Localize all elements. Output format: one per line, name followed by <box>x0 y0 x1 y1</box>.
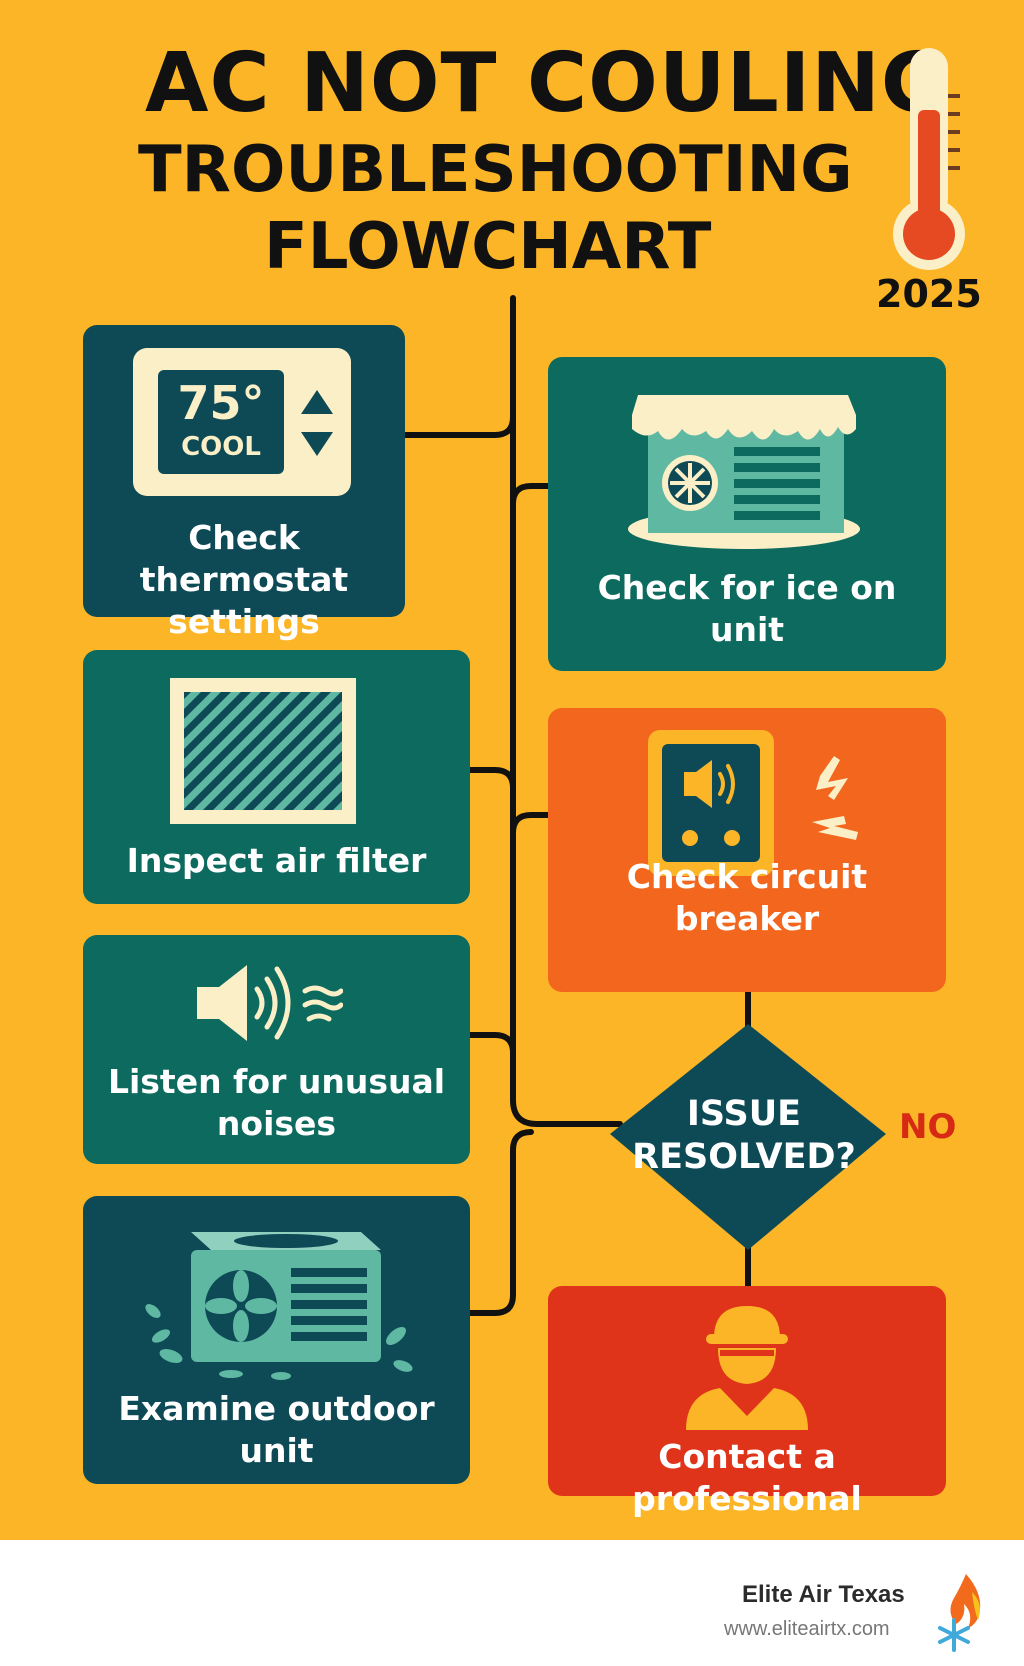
step-label: Contact a professional <box>632 1437 862 1518</box>
main-trunk-line <box>510 295 623 1127</box>
step-contact-professional: Contact a professional <box>548 1286 946 1518</box>
title-line-3: FLOWCHART <box>264 210 712 284</box>
thermostat-mode: COOL <box>181 432 261 462</box>
frozen-unit-icon <box>628 395 860 549</box>
brand-url[interactable]: www.eliteairtx.com <box>724 1618 890 1640</box>
connector-filter <box>467 767 516 791</box>
step-check-breaker: Check circuit breaker <box>548 708 946 992</box>
flowchart-connectors <box>402 295 886 1316</box>
air-filter-icon <box>170 678 356 824</box>
thermometer-icon <box>893 48 965 270</box>
connector-outdoor <box>467 1129 534 1316</box>
flame-snowflake-logo-icon <box>938 1574 981 1652</box>
title-line-2: TROUBLESHOOTING <box>138 133 853 207</box>
step-listen-noises: Listen for unusual noises <box>83 935 470 1164</box>
step-check-ice: Check for ice on unit <box>548 357 946 671</box>
step-label: Check thermostat settings <box>139 518 349 641</box>
connector-ice <box>510 483 551 507</box>
breaker-panel-icon <box>648 730 858 876</box>
up-down-arrows-icon <box>301 390 333 456</box>
decision-diamond <box>610 1024 886 1250</box>
connector-noise <box>467 1032 516 1056</box>
step-label: Examine outdoor unit <box>118 1389 435 1470</box>
thermostat-screen: 75° COOL <box>158 370 284 474</box>
connector-thermostat <box>402 414 516 438</box>
step-label: Check for ice on unit <box>597 568 897 649</box>
step-check-thermostat: 75° COOL Check thermostat settings <box>83 325 405 641</box>
speaker-icon <box>197 965 343 1041</box>
step-label: Listen for unusual noises <box>107 1062 446 1143</box>
year-label: 2025 <box>876 272 982 316</box>
step-label: Check circuit breaker <box>626 857 868 938</box>
step-inspect-filter: Inspect air filter <box>83 650 470 904</box>
step-label: Inspect air filter <box>126 841 427 880</box>
decision-question: ISSUE RESOLVED? <box>632 1094 856 1177</box>
title-line-1: AC NOT COULING <box>145 36 950 131</box>
thermostat-icon: 75° COOL <box>133 348 351 496</box>
footer: Elite Air Texas www.eliteairtx.com <box>0 1540 1024 1666</box>
technician-icon <box>686 1306 808 1430</box>
brand-name: Elite Air Texas <box>742 1581 905 1608</box>
connector-breaker <box>510 812 551 836</box>
outdoor-unit-icon <box>145 1232 413 1380</box>
decision-no-label: NO <box>899 1107 957 1147</box>
thermostat-temp: 75° <box>177 376 265 430</box>
step-examine-outdoor: Examine outdoor unit <box>83 1196 470 1484</box>
